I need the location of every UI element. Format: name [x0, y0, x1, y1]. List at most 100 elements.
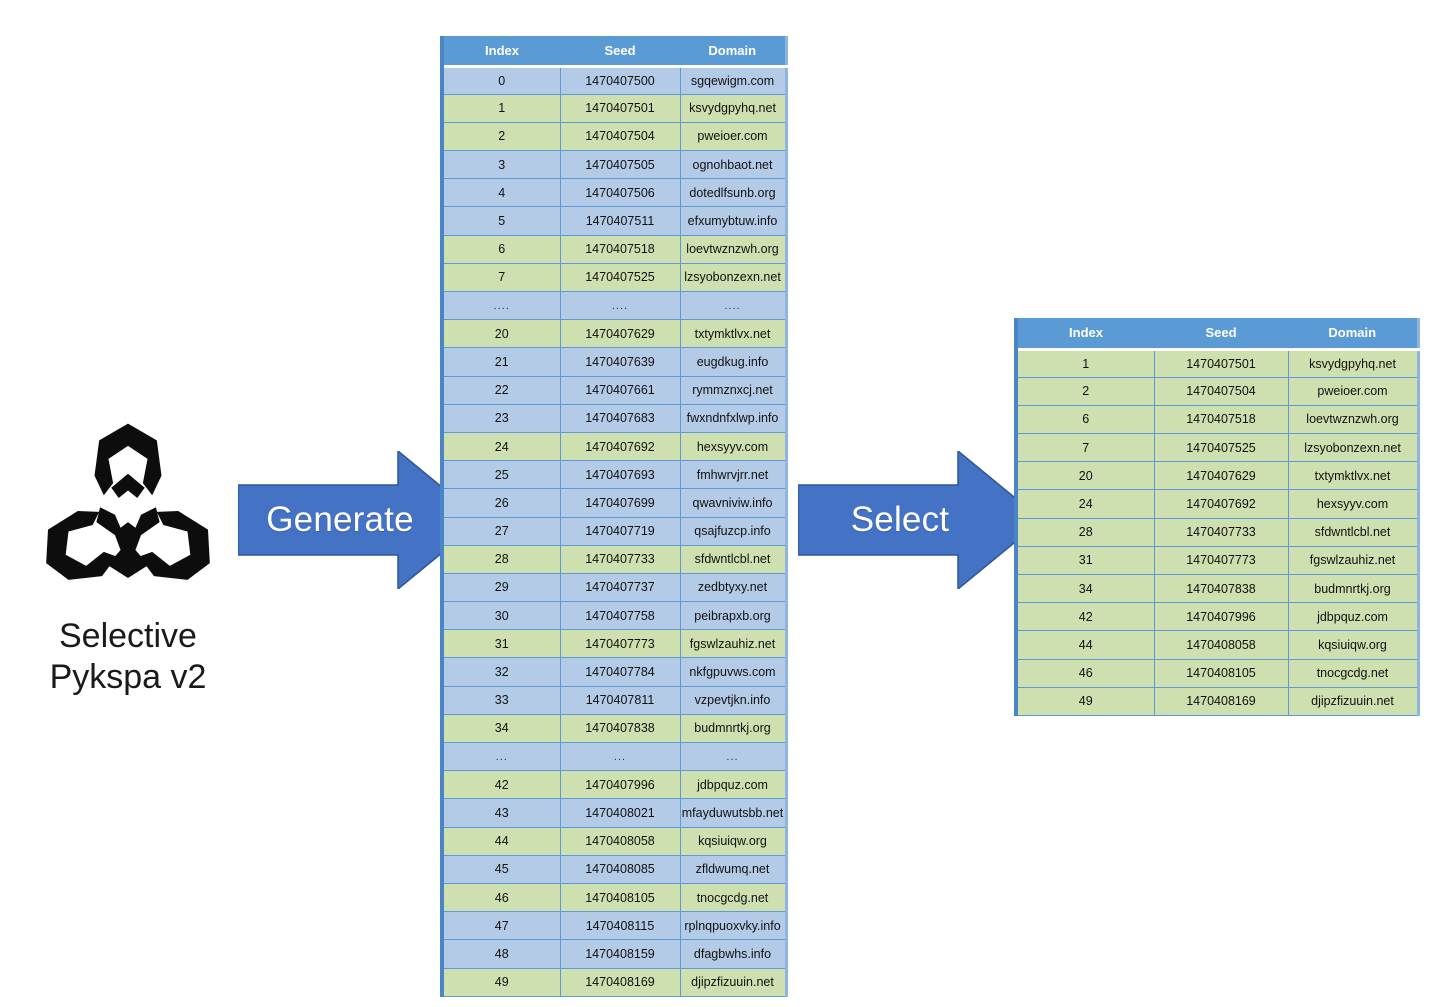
malware-family-logo: Selective Pykspa v2: [18, 418, 238, 699]
cell-seed: 1470407525: [559, 262, 681, 293]
cell-seed: 1470407629: [559, 319, 681, 349]
cell-seed: 1470407518: [559, 234, 681, 264]
cell-domain: hexsyyv.com: [1287, 489, 1419, 519]
cell-seed: 1470408105: [1153, 658, 1289, 688]
cell-index: ....: [441, 290, 561, 321]
cell-domain: txtymktlvx.net: [679, 319, 787, 349]
cell-domain: djipzfizuuin.net: [679, 967, 787, 997]
cell-seed: 1470407838: [1153, 573, 1289, 604]
column-header-index: Index: [1016, 318, 1154, 351]
cell-domain: sfdwntlcbl.net: [1287, 517, 1419, 547]
cell-domain: jdbpquz.com: [1287, 602, 1419, 632]
cell-seed: ...: [559, 741, 681, 772]
cell-index: ...: [441, 741, 561, 772]
cell-seed: 1470407505: [559, 150, 681, 180]
cell-seed: 1470407500: [559, 65, 681, 95]
cell-domain: ....: [679, 290, 787, 321]
column-header-seed: Seed: [1154, 318, 1288, 351]
cell-domain: eugdkug.info: [679, 347, 787, 377]
cell-domain: dotedlfsunb.org: [679, 178, 787, 208]
column-header-domain: Domain: [1288, 318, 1418, 351]
cell-domain: dfagbwhs.info: [679, 939, 787, 969]
column-header-index: Index: [442, 36, 560, 68]
cell-index: 42: [441, 770, 561, 800]
cell-index: 6: [1015, 404, 1155, 435]
cell-domain: hexsyyv.com: [679, 431, 787, 462]
logo-caption: Selective Pykspa v2: [49, 617, 207, 697]
cell-index: 47: [441, 911, 561, 941]
cell-index: 21: [441, 347, 561, 377]
biohazard-icon: [46, 423, 210, 580]
cell-seed: 1470408169: [1153, 686, 1289, 716]
cell-domain: peibrapxb.org: [679, 601, 787, 631]
cell-seed: 1470407692: [559, 431, 681, 462]
cell-domain: jdbpquz.com: [679, 770, 787, 800]
cell-seed: 1470407838: [559, 713, 681, 744]
cell-index: 30: [441, 601, 561, 631]
select-arrow-label: Select: [850, 500, 950, 539]
cell-domain: txtymktlvx.net: [1287, 461, 1419, 491]
cell-seed: 1470407693: [559, 460, 681, 490]
cell-seed: 1470407661: [559, 375, 681, 405]
cell-index: 27: [441, 516, 561, 546]
cell-seed: 1470407773: [559, 629, 681, 659]
cell-index: 34: [1015, 573, 1155, 604]
column-header-seed: Seed: [560, 36, 680, 68]
cell-seed: 1470408169: [559, 967, 681, 997]
cell-domain: zfldwumq.net: [679, 854, 787, 884]
cell-domain: mfayduwutsbb.net: [679, 798, 787, 828]
cell-index: 49: [1015, 686, 1155, 716]
cell-domain: tnocgcdg.net: [679, 882, 787, 913]
cell-domain: tnocgcdg.net: [1287, 658, 1419, 688]
cell-seed: 1470407506: [559, 178, 681, 208]
cell-domain: qsajfuzcp.info: [679, 516, 787, 546]
select-arrow: Select: [798, 451, 1042, 589]
cell-seed: 1470408159: [559, 939, 681, 969]
cell-index: 2: [441, 121, 561, 152]
cell-seed: 1470407773: [1153, 545, 1289, 576]
cell-index: 46: [441, 882, 561, 913]
cell-domain: lzsyobonzexn.net: [1287, 433, 1419, 463]
cell-seed: 1470408115: [559, 911, 681, 941]
cell-seed: 1470407996: [1153, 602, 1289, 632]
cell-index: 1: [1015, 348, 1155, 378]
cell-domain: rymmznxcj.net: [679, 375, 787, 405]
cell-domain: ...: [679, 741, 787, 772]
cell-seed: 1470407525: [1153, 433, 1289, 463]
cell-domain: efxumybtuw.info: [679, 206, 787, 236]
cell-index: 26: [441, 488, 561, 518]
cell-index: 1: [441, 93, 561, 123]
cell-index: 0: [441, 65, 561, 95]
cell-domain: nkfgpuvws.com: [679, 657, 787, 687]
cell-seed: 1470407996: [559, 770, 681, 800]
cell-index: 23: [441, 403, 561, 433]
cell-seed: 1470408058: [559, 826, 681, 856]
cell-seed: 1470407511: [559, 206, 681, 236]
cell-seed: 1470407758: [559, 601, 681, 631]
